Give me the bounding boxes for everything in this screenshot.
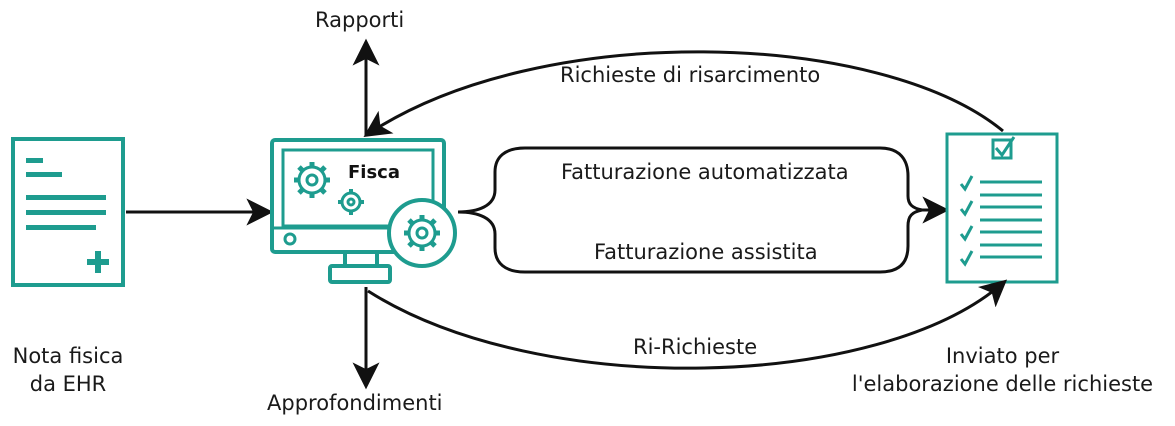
label-reports: Rapporti — [315, 8, 405, 32]
computer-gears-icon: Fisca — [270, 138, 457, 284]
label-re-claims: Ri-Richieste — [633, 335, 758, 359]
label-note-line1: Nota fisica — [12, 344, 124, 368]
billing-brace — [457, 146, 923, 274]
label-note-line2: da EHR — [29, 372, 107, 396]
label-claims-doc: Inviato per l'elaborazione delle richies… — [835, 342, 1170, 398]
label-assisted-billing: Fatturazione assistita — [594, 240, 818, 264]
label-claims-doc-line1: Inviato per — [945, 344, 1060, 368]
arrow-re-claims — [367, 279, 1008, 370]
checklist-document-icon — [945, 132, 1059, 284]
gear-badge-icon — [387, 198, 457, 268]
monitor-title: Fisca — [348, 162, 400, 183]
label-note: Nota fisica da EHR — [0, 342, 136, 398]
gear-icon-large — [294, 162, 330, 198]
medical-note-icon — [11, 137, 125, 287]
gear-icon-small — [338, 189, 364, 215]
arrow-claims-back — [363, 50, 1004, 137]
label-claims-back: Richieste di risarcimento — [560, 63, 821, 87]
label-insights: Approfondimenti — [267, 391, 443, 415]
label-claims-doc-line2: l'elaborazione delle richieste — [851, 372, 1154, 396]
label-auto-billing: Fatturazione automatizzata — [561, 160, 849, 184]
